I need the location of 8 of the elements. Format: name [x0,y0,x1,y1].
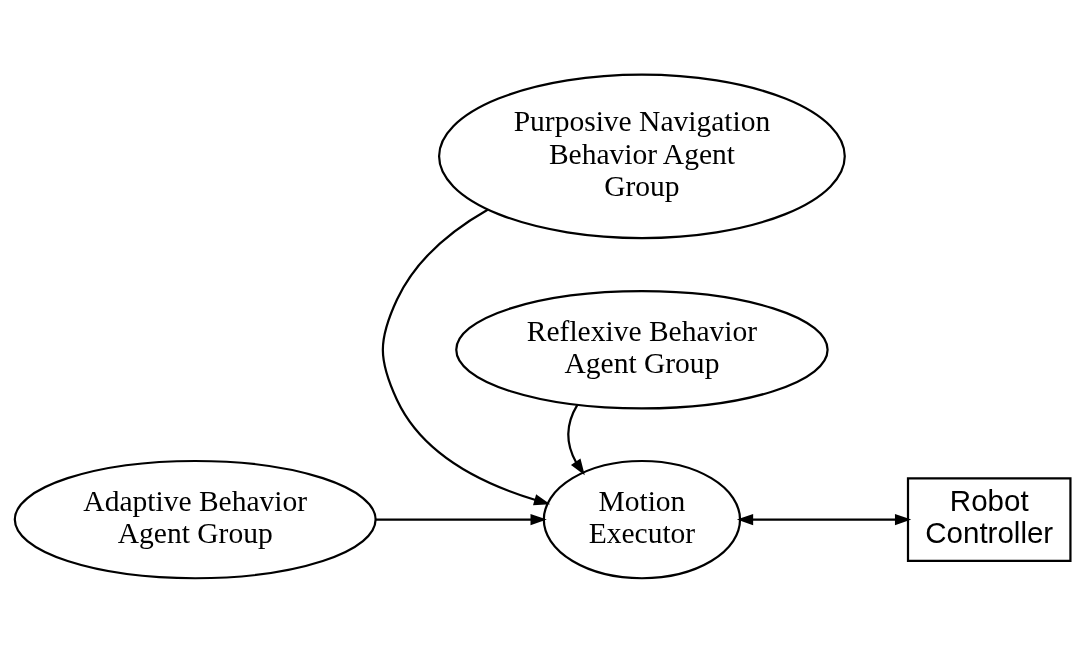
node-ellipse: Reflexive Behavior Agent Group [455,289,829,410]
node-ellipse: Adaptive Behavior Agent Group [13,459,377,579]
node-box: Robot Controller [906,476,1072,562]
arrow [567,403,585,475]
node-ellipse: Purposive Navigation Behavior Agent Group [437,73,846,239]
arrow [736,513,912,525]
arrow [375,513,547,525]
arrow [381,208,551,505]
